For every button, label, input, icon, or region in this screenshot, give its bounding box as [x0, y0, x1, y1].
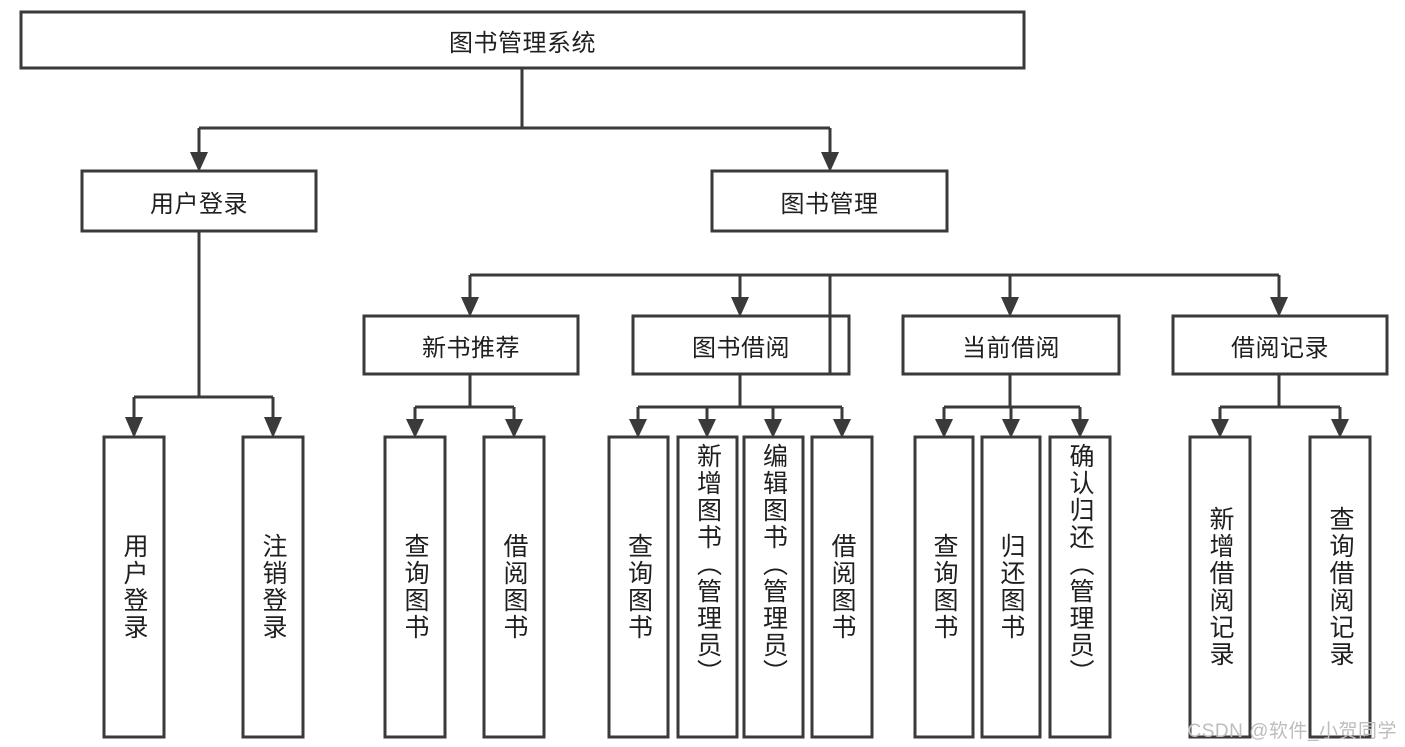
node-label-book-borrow: 图书借阅 — [692, 334, 790, 362]
node-box-leaf-new-book-0[interactable] — [383, 435, 447, 739]
node-box-leaf-book-borrow-1[interactable] — [676, 435, 739, 739]
node-label-book-management: 图书管理 — [780, 190, 879, 218]
node-label-leaf-borrow-record-0: 新增借阅记录 — [1206, 506, 1234, 668]
arrowhead-cb-leaf-1 — [1002, 419, 1020, 438]
node-box-leaf-borrow-record-0[interactable] — [1188, 435, 1252, 739]
arrowhead-book-management — [821, 152, 839, 172]
connector-book-borrow-bus — [638, 374, 842, 409]
arrowhead-book-borrow — [731, 297, 749, 317]
node-label-leaf-user-login-1: 注销登录 — [259, 533, 287, 641]
node-box-new-book-recommend[interactable] — [362, 314, 580, 376]
node-label-user-login: 用户登录 — [150, 190, 248, 218]
node-box-leaf-user-login-1[interactable] — [241, 435, 305, 739]
node-box-leaf-current-borrow-2[interactable] — [1048, 435, 1112, 739]
connector-root-bus — [199, 68, 830, 130]
arrowhead-br-leaf-1 — [1331, 419, 1349, 438]
node-label-new-book-recommend: 新书推荐 — [422, 334, 520, 362]
arrowhead-nb-leaf-1 — [505, 419, 523, 438]
arrowhead-new-book-recommend — [461, 297, 479, 317]
node-label-leaf-user-login-0: 用户登录 — [120, 533, 148, 641]
node-box-root[interactable] — [19, 10, 1026, 70]
arrowhead-current-borrow — [1001, 297, 1019, 317]
connector-user-login-bus — [134, 231, 273, 399]
arrowhead-cb-leaf-2 — [1071, 419, 1089, 438]
node-label-leaf-current-borrow-2: 确认归还（管理员） — [1066, 443, 1094, 686]
node-box-leaf-borrow-record-1[interactable] — [1308, 435, 1372, 739]
arrowhead-cb-leaf-0 — [935, 419, 953, 438]
connector-new-book-bus — [415, 374, 514, 409]
node-label-leaf-book-borrow-3: 借阅图书 — [828, 533, 856, 641]
arrowhead-bb-leaf-3 — [833, 419, 851, 438]
node-label-current-borrow: 当前借阅 — [962, 334, 1060, 362]
node-box-current-borrow[interactable] — [901, 314, 1121, 376]
node-box-user-login[interactable] — [80, 169, 318, 233]
arrowhead-bb-leaf-1 — [698, 419, 716, 438]
arrowhead-user-login — [190, 152, 208, 172]
node-box-leaf-user-login-0[interactable] — [102, 435, 166, 739]
node-box-leaf-book-borrow-3[interactable] — [810, 435, 874, 739]
connector-current-borrow-bus — [944, 374, 1080, 409]
arrowhead-ul-leaf-0 — [125, 417, 143, 438]
arrowhead-nb-leaf-0 — [406, 419, 424, 438]
node-box-leaf-new-book-1[interactable] — [482, 435, 546, 739]
node-label-leaf-book-borrow-2: 编辑图书（管理员） — [759, 443, 788, 686]
node-box-leaf-current-borrow-0[interactable] — [913, 435, 975, 739]
node-label-leaf-book-borrow-0: 查询图书 — [624, 533, 653, 641]
node-label-leaf-borrow-record-1: 查询借阅记录 — [1326, 506, 1354, 668]
connector-borrow-record-bus — [1220, 374, 1340, 409]
node-label-leaf-current-borrow-1: 归还图书 — [997, 533, 1025, 641]
node-label-leaf-new-book-0: 查询图书 — [401, 533, 429, 641]
node-box-leaf-current-borrow-1[interactable] — [980, 435, 1042, 739]
node-label-root: 图书管理系统 — [449, 29, 596, 57]
connector-book-management-bus — [470, 273, 1279, 374]
node-box-leaf-book-borrow-0[interactable] — [607, 435, 670, 739]
arrowhead-bb-leaf-2 — [764, 419, 782, 438]
node-box-leaf-book-borrow-2[interactable] — [742, 435, 805, 739]
arrowhead-ul-leaf-1 — [264, 417, 282, 438]
node-box-book-management[interactable] — [710, 169, 949, 233]
arrowhead-br-leaf-0 — [1211, 419, 1229, 438]
node-label-leaf-book-borrow-1: 新增图书（管理员） — [693, 443, 722, 686]
arrowhead-borrow-record — [1270, 297, 1288, 317]
arrowhead-bb-leaf-0 — [629, 419, 647, 438]
node-label-leaf-new-book-1: 借阅图书 — [500, 533, 528, 641]
node-label-borrow-record: 借阅记录 — [1231, 334, 1329, 362]
node-label-leaf-current-borrow-0: 查询图书 — [930, 533, 958, 641]
